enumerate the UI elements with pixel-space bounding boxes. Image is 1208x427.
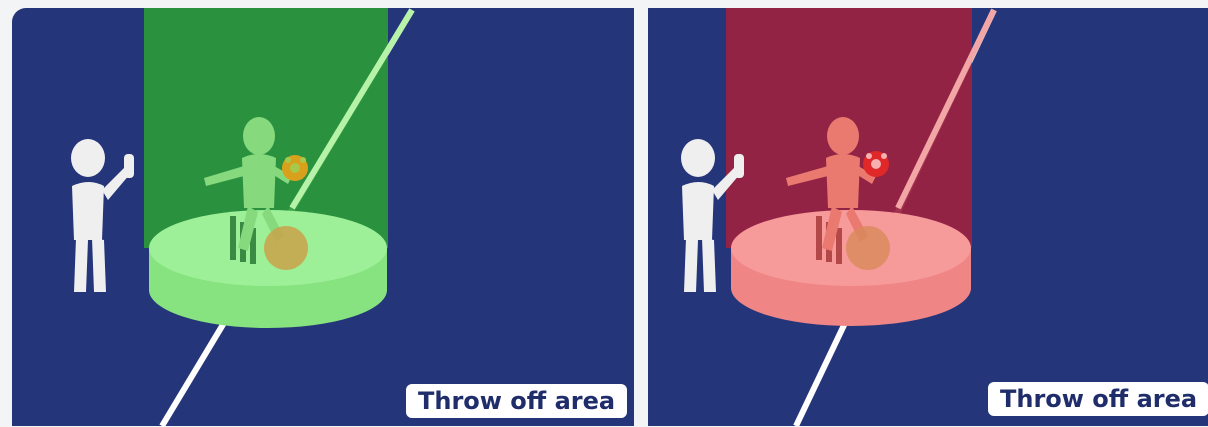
invalid-throw-off-panel: Throw off area bbox=[648, 8, 1208, 426]
floor-ball bbox=[264, 226, 308, 270]
valid-throw-off-illustration bbox=[12, 8, 634, 426]
valid-throw-off-panel: Throw off area bbox=[12, 8, 634, 426]
ball-icon bbox=[282, 155, 308, 181]
invalid-throw-off-illustration bbox=[648, 8, 1208, 426]
throw-off-area-label: Throw off area bbox=[406, 384, 627, 418]
floor-ball bbox=[846, 226, 890, 270]
referee-figure bbox=[71, 139, 134, 292]
throw-off-area-label: Throw off area bbox=[988, 382, 1208, 416]
ball-icon bbox=[863, 151, 889, 177]
